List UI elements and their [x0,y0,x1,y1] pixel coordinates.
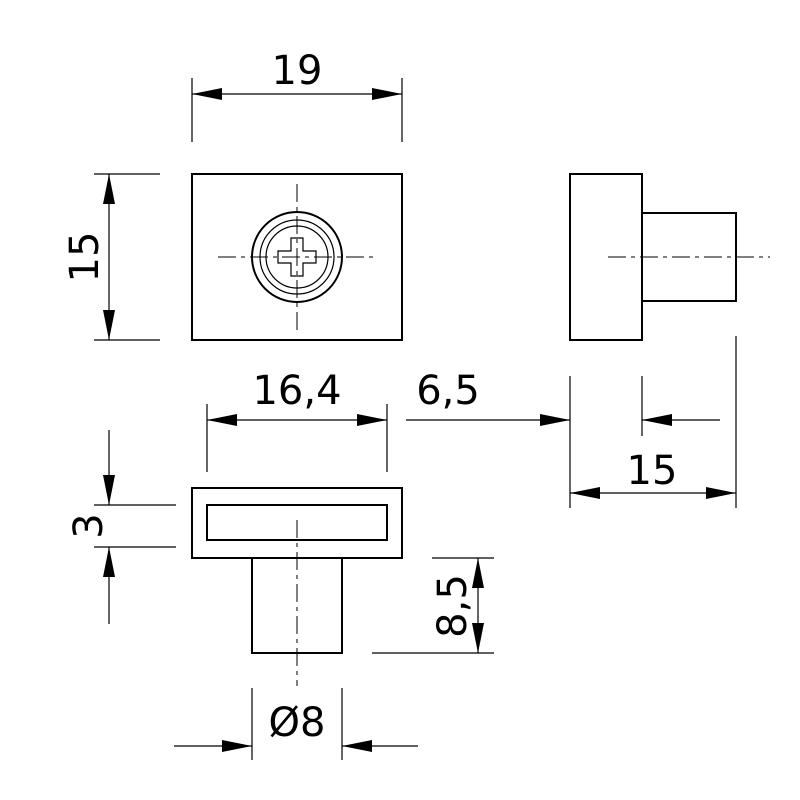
dimension-label: 16,4 [252,368,341,414]
phillips-screw-icon [251,211,343,303]
dimension-front-height: 15 [62,173,160,341]
dimension-pin-length: 8,5 [372,557,494,654]
dimension-side-depth: 15 [570,336,737,508]
dimension-label: 15 [62,232,108,283]
bottom-view [191,487,403,686]
dimension-label: 19 [272,48,323,94]
dimension-label: 6,5 [416,368,480,414]
dimension-top-width: 19 [191,48,403,142]
dimension-offset: 6,5 [406,368,720,508]
dimension-label: 3 [66,513,112,538]
bottom-view-pin [251,558,343,654]
dimension-label: 15 [627,448,678,494]
dimension-label: Ø8 [269,700,326,746]
front-view [191,173,403,341]
dimension-label: 8,5 [430,574,476,638]
dimension-flange-thickness: 3 [66,430,176,624]
side-view [569,173,770,341]
dimension-slot-width: 16,4 [206,368,388,472]
dimension-pin-diameter: Ø8 [174,688,418,760]
front-view-body [191,173,403,341]
bottom-view-slot [206,504,388,541]
